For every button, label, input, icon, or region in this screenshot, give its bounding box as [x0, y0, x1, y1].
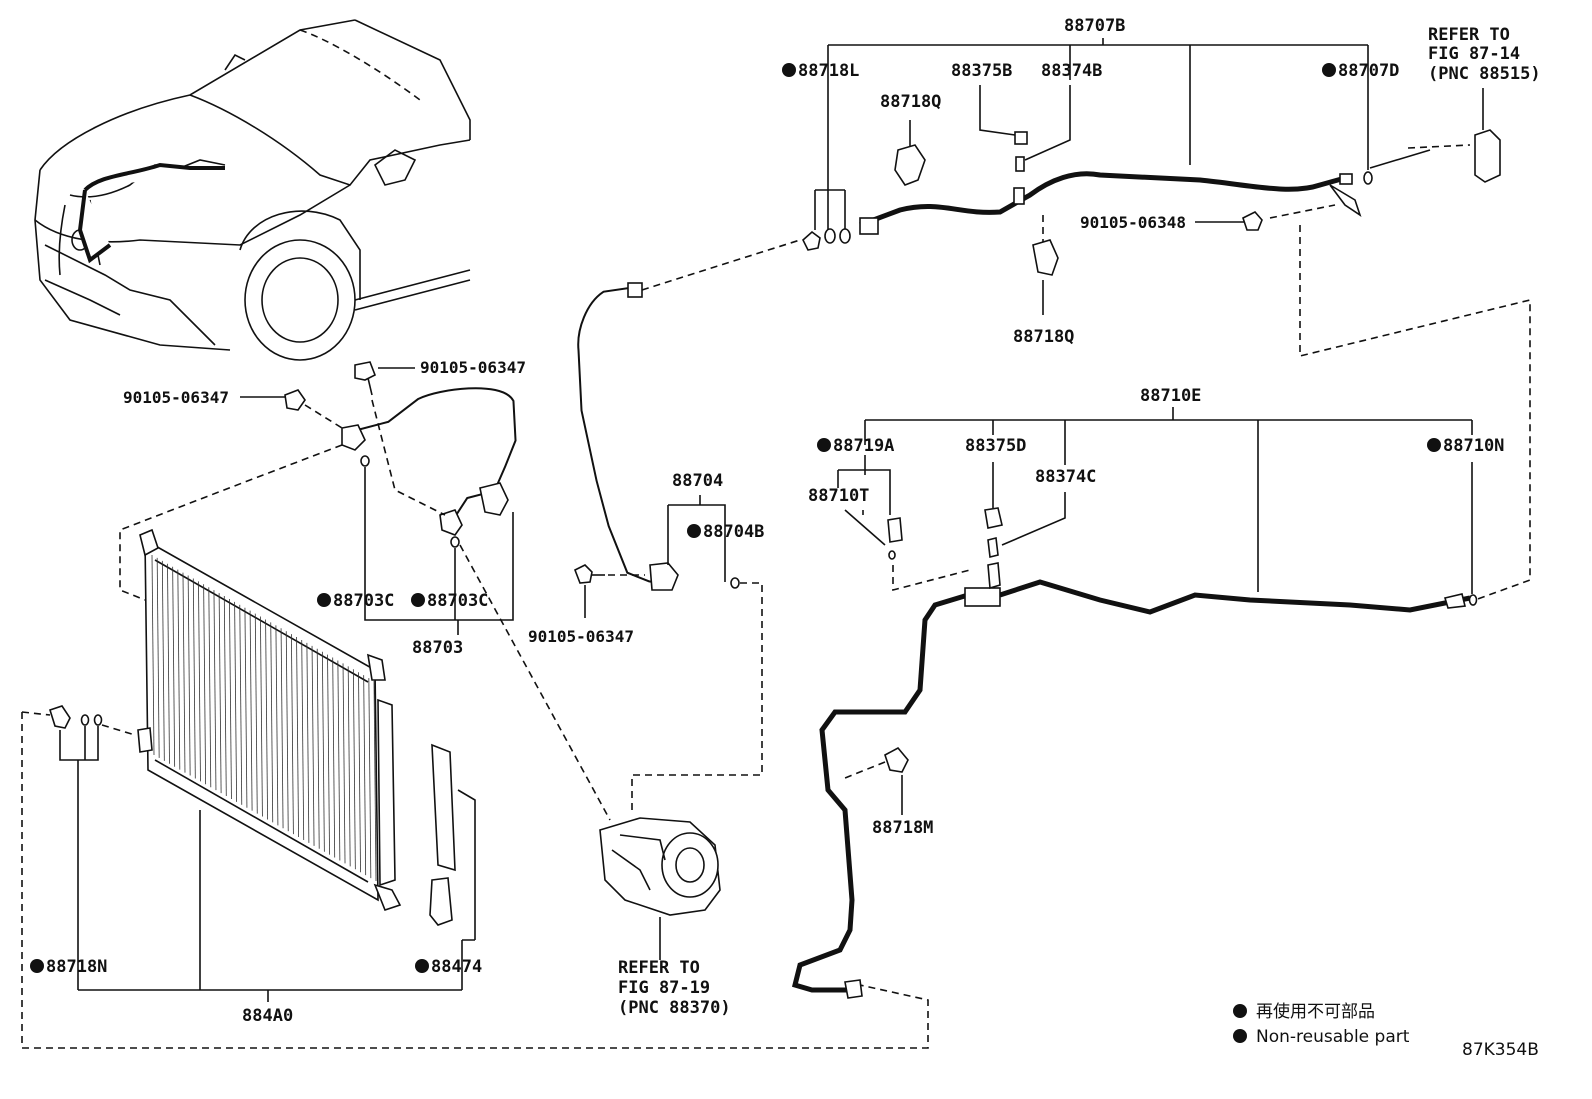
pipe-88710E	[791, 407, 1478, 999]
condenser-fin	[358, 672, 361, 873]
label-88718M: 88718M	[872, 818, 933, 838]
label-88474: 88474	[431, 957, 482, 977]
label-88718Q-top: 88718Q	[880, 92, 941, 112]
refer-top-line1: REFER TO	[1428, 25, 1510, 45]
condenser-fin	[296, 637, 299, 838]
legend-bullet-1	[1233, 1004, 1247, 1018]
condenser-fin	[198, 581, 201, 782]
condenser-fin	[192, 578, 196, 779]
label-88704B: 88704B	[703, 522, 764, 542]
legend: 再使用不可部品 Non-reusable part	[1233, 1001, 1410, 1047]
condenser-fin	[347, 666, 351, 867]
condenser-fin	[218, 593, 222, 794]
condenser-fin	[213, 590, 217, 791]
condenser-fin	[172, 566, 176, 767]
pipe-88707B	[859, 171, 1362, 235]
condenser-fin	[223, 596, 227, 797]
condenser-fin	[363, 675, 367, 876]
legend-line-2: Non-reusable part	[1256, 1027, 1410, 1047]
condenser-fin	[352, 669, 356, 870]
condenser-fin	[368, 678, 372, 879]
refer-top-line3: (PNC 88515)	[1428, 64, 1541, 84]
condenser-fin	[316, 648, 320, 849]
condenser-fin	[156, 557, 160, 758]
condenser-fin	[161, 560, 165, 761]
label-88703C-2: 88703C	[427, 591, 488, 611]
condenser-fin	[208, 587, 212, 788]
label-88710T: 88710T	[808, 486, 869, 506]
label-88374B: 88374B	[1041, 61, 1102, 81]
condenser-fin	[187, 575, 191, 776]
label-88375D: 88375D	[965, 436, 1026, 456]
condenser-fin	[337, 660, 341, 861]
refer-top-line2: FIG 87-14	[1428, 44, 1520, 64]
condenser-fin	[260, 616, 263, 817]
condenser-fin	[285, 631, 289, 832]
condenser-fin	[280, 628, 284, 829]
condenser-fin	[306, 642, 310, 843]
condenser-fin	[301, 639, 305, 840]
condenser-fin	[373, 680, 377, 882]
condenser-fin	[239, 604, 243, 805]
condenser-fin	[311, 645, 315, 846]
label-88707D: 88707D	[1338, 61, 1399, 81]
condenser-fin	[151, 554, 155, 756]
condenser-fin	[332, 657, 336, 858]
label-88710N: 88710N	[1443, 436, 1504, 456]
part-labels: 88707B 88718L 88375B 88374B 88707D 88718…	[30, 16, 1541, 1026]
label-88718L: 88718L	[798, 61, 859, 81]
refer-bottom-line2: FIG 87-19	[618, 978, 710, 998]
label-88710E: 88710E	[1140, 386, 1201, 406]
condenser-fin	[229, 598, 232, 799]
label-90105-06347-b: 90105-06347	[123, 388, 229, 407]
refer-bottom-line3: (PNC 88370)	[618, 998, 731, 1018]
label-88718Q-bottom: 88718Q	[1013, 327, 1074, 347]
condenser-fin	[327, 654, 330, 855]
label-88703: 88703	[412, 638, 463, 658]
hose-88704	[573, 239, 801, 815]
condenser-fin	[254, 613, 258, 814]
label-88719A: 88719A	[833, 436, 894, 456]
condenser-fin	[265, 619, 268, 820]
legend-bullet-2	[1233, 1029, 1247, 1043]
condenser-884A0	[21, 528, 929, 1049]
condenser-fin	[290, 634, 294, 835]
label-884A0: 884A0	[242, 1006, 293, 1026]
condenser-fin	[182, 572, 186, 773]
small-parts-top	[802, 129, 1501, 276]
label-88703C-1: 88703C	[333, 591, 394, 611]
label-88704: 88704	[672, 471, 723, 491]
condenser-fin	[342, 663, 346, 864]
condenser-fin	[321, 651, 325, 852]
label-90105-06347-a: 90105-06347	[420, 358, 526, 377]
hose-88703	[119, 361, 611, 821]
condenser-fin	[203, 584, 207, 785]
condenser-fin	[275, 625, 279, 826]
condenser-fin	[167, 563, 170, 764]
refer-bottom-line1: REFER TO	[618, 958, 700, 978]
condenser-fin	[177, 569, 181, 770]
condenser-fin	[270, 622, 274, 823]
vehicle-illustration	[34, 19, 471, 361]
label-90105-06347-c: 90105-06347	[528, 627, 634, 646]
label-88707B: 88707B	[1064, 16, 1125, 36]
label-88375B: 88375B	[951, 61, 1012, 81]
compressor	[599, 817, 721, 960]
condenser-fins	[151, 554, 377, 882]
condenser-fin	[249, 610, 253, 811]
label-90105-06348: 90105-06348	[1080, 213, 1186, 232]
legend-line-1: 再使用不可部品	[1256, 1001, 1375, 1022]
diagram-code: 87K354B	[1462, 1040, 1539, 1060]
label-88718N: 88718N	[46, 957, 107, 977]
condenser-fin	[244, 607, 248, 808]
leaders-88707B	[814, 38, 1531, 601]
condenser-fin	[234, 601, 238, 802]
label-88374C: 88374C	[1035, 467, 1096, 487]
